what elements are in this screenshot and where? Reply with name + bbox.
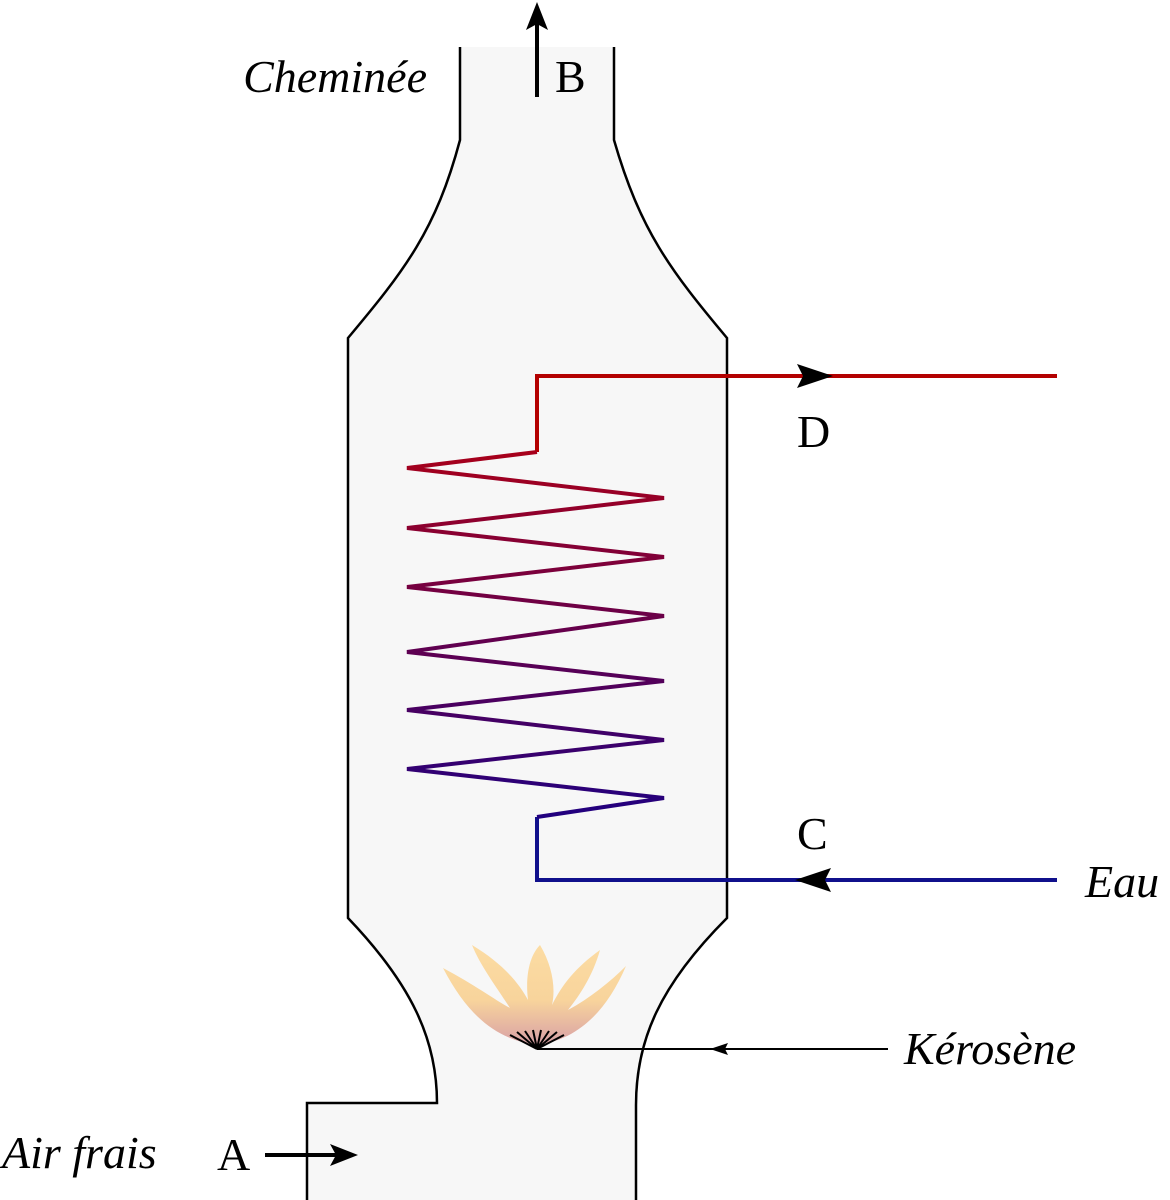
kerosene-label: Kérosène: [903, 1023, 1076, 1074]
point-a-label: A: [217, 1129, 250, 1180]
water-label: Eau: [1084, 856, 1159, 907]
fresh-air-label: Air frais: [0, 1127, 157, 1178]
exhaust-arrow-icon: [526, 2, 548, 30]
cold-water-pipe: [535, 817, 1057, 882]
hot-water-arrow-icon: [797, 364, 833, 388]
hot-water-pipe: [535, 374, 1057, 452]
heater-outline-right: [612, 47, 729, 1200]
chimney-label: Cheminée: [243, 51, 427, 102]
cold-water-arrow-icon: [795, 868, 831, 892]
flame-icon: [443, 945, 626, 1045]
kerosene-arrow-icon: [710, 1043, 728, 1055]
air-arrow-icon: [330, 1144, 358, 1166]
heater-body: [307, 47, 727, 1200]
point-c-label: C: [797, 808, 828, 859]
heating-coil: [406, 450, 665, 819]
point-d-label: D: [797, 406, 830, 457]
burner-nozzle-icon: [509, 1029, 565, 1050]
heater-outline-left: [305, 47, 462, 1200]
point-b-label: B: [555, 51, 586, 102]
